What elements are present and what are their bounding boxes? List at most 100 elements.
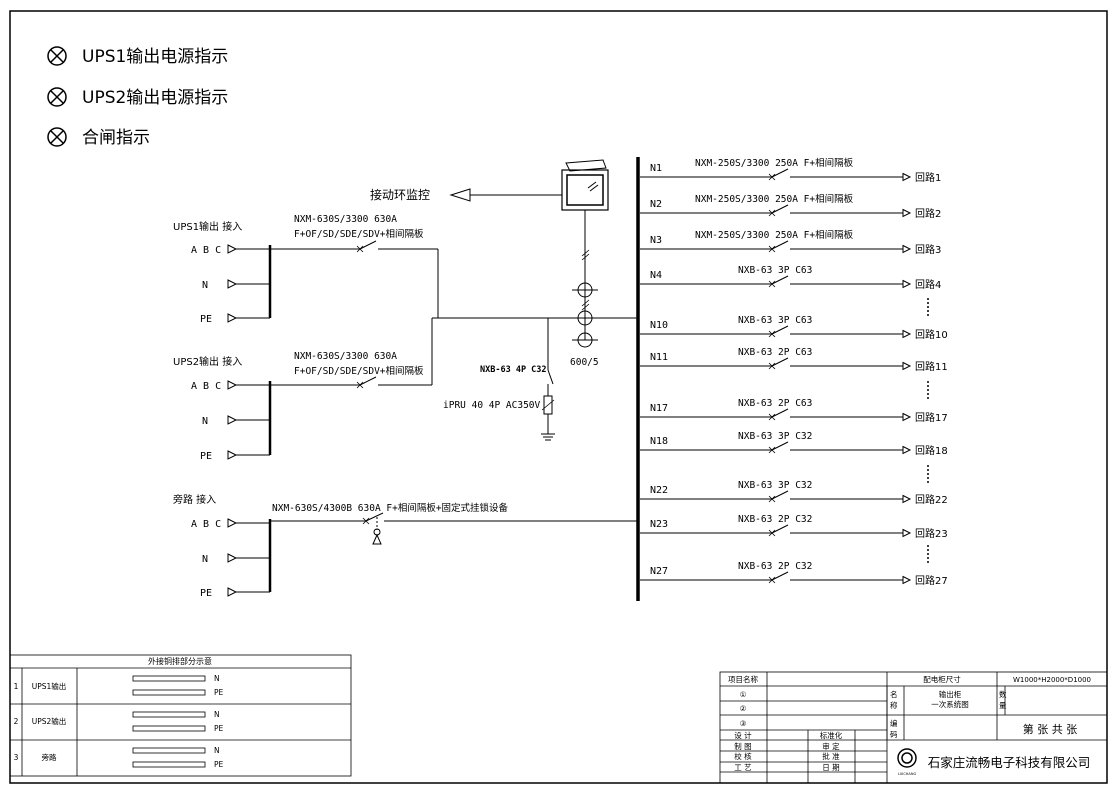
breaker-label: NXB-63 3P C63 bbox=[738, 315, 812, 326]
breaker-label: NXM-250S/3300 250A F+相间隔板 bbox=[695, 193, 854, 205]
arrow-right-icon bbox=[902, 528, 912, 538]
phase-label: A B C bbox=[191, 245, 221, 256]
feeder-id: N3 bbox=[650, 235, 662, 246]
code-label-1: 编 bbox=[890, 718, 898, 728]
legend-item-close: 合闸指示 bbox=[82, 128, 150, 148]
row-name: UPS1输出 bbox=[32, 681, 67, 691]
current-transformer-icon bbox=[572, 232, 598, 348]
bar-label: PE bbox=[214, 760, 224, 769]
row-name: UPS2输出 bbox=[32, 716, 67, 726]
circuit-label: 回路17 bbox=[915, 411, 948, 424]
spd-arrester-label: iPRU 40 4P AC350V bbox=[443, 400, 541, 411]
breaker-label: NXM-630S/3300 630A bbox=[294, 351, 397, 362]
breaker-label: NXB-63 2P C63 bbox=[738, 398, 812, 409]
breaker-blade bbox=[771, 408, 789, 418]
indicator-lamp-icon bbox=[47, 127, 67, 147]
breaker-blade bbox=[771, 204, 789, 214]
circled-item: ② bbox=[740, 704, 747, 713]
arrow-right-icon bbox=[902, 244, 912, 254]
breaker-blade bbox=[771, 168, 789, 178]
breaker-label: NXB-63 2P C32 bbox=[738, 561, 812, 572]
input-title: 旁路 接入 bbox=[173, 493, 216, 506]
padlock-icon bbox=[372, 517, 382, 545]
circled-item: ① bbox=[740, 690, 747, 699]
arrow-right-icon bbox=[902, 208, 912, 218]
circuit-label: 回路3 bbox=[915, 243, 941, 256]
circuit-label: 回路11 bbox=[915, 360, 948, 373]
breaker-label: F+OF/SD/SDE/SDV+相间隔板 bbox=[294, 228, 424, 240]
breaker-blade bbox=[771, 240, 789, 250]
breaker-label: NXM-250S/3300 250A F+相间隔板 bbox=[695, 157, 854, 169]
ct-ratio: 600/5 bbox=[570, 357, 599, 368]
row-number: 1 bbox=[14, 682, 19, 691]
breaker-label: NXM-630S/4300B 630A F+相间隔板+固定式挂锁设备 bbox=[272, 502, 509, 514]
name-label-2: 称 bbox=[890, 700, 898, 710]
breaker-label: NXB-63 3P C32 bbox=[738, 431, 812, 442]
input-bypass: 旁路 接入 A B C N PE NXM-630S/4300B 630A F+相… bbox=[173, 493, 638, 599]
feeder-id: N1 bbox=[650, 163, 662, 174]
feeder-id: N10 bbox=[650, 320, 668, 331]
breaker-label: F+OF/SD/SDE/SDV+相间隔板 bbox=[294, 365, 424, 377]
role-label: 标准化 bbox=[820, 730, 843, 740]
arrow-right-icon bbox=[902, 361, 912, 371]
circuit-label: 回路4 bbox=[915, 278, 941, 291]
company-logo-icon: LIUCHANG bbox=[897, 748, 917, 776]
bar-label: N bbox=[214, 710, 220, 719]
feeder-id: N22 bbox=[650, 485, 668, 496]
breaker-label: NXB-63 3P C63 bbox=[738, 265, 812, 276]
breaker-blade bbox=[771, 524, 789, 534]
input-title: UPS1输出 接入 bbox=[173, 220, 242, 233]
phase-label: A B C bbox=[191, 519, 221, 530]
phase-label: A B C bbox=[191, 381, 221, 392]
feeder-id: N27 bbox=[650, 566, 668, 577]
neutral-label: N bbox=[202, 554, 208, 565]
input-title: UPS2输出 接入 bbox=[173, 355, 242, 368]
busbar-table-title: 外接铜排部分示意 bbox=[148, 656, 212, 666]
feeder-id: N18 bbox=[650, 436, 668, 447]
arrow-left-icon bbox=[449, 188, 471, 202]
bar-label: PE bbox=[214, 688, 224, 697]
breaker-label: NXB-63 3P C32 bbox=[738, 480, 812, 491]
bar-label: PE bbox=[214, 724, 224, 733]
sheet-number: 第 张 共 张 bbox=[1023, 722, 1078, 736]
breaker-blade bbox=[771, 441, 789, 451]
circled-item: ③ bbox=[740, 719, 747, 728]
breaker-blade bbox=[771, 490, 789, 500]
name-value: 一次系统图 bbox=[931, 699, 969, 709]
role-label: 审 定 bbox=[822, 741, 840, 751]
sheet-border bbox=[9, 10, 1108, 784]
spd-breaker-label: NXB-63 4P C32 bbox=[480, 365, 547, 375]
row-number: 2 bbox=[14, 717, 19, 726]
indicator-lamp-icon bbox=[47, 46, 67, 66]
neutral-label: N bbox=[202, 416, 208, 427]
circuit-label: 回路23 bbox=[915, 527, 948, 540]
qty-label-1: 数 bbox=[999, 689, 1007, 699]
arrow-right-icon bbox=[902, 412, 912, 422]
project-label: 项目名称 bbox=[728, 674, 758, 684]
breaker-label: NXM-250S/3300 250A F+相间隔板 bbox=[695, 229, 854, 241]
name-label-1: 名 bbox=[890, 689, 898, 699]
cabinet-size-label: 配电柜尺寸 bbox=[923, 674, 961, 684]
feeder-id: N2 bbox=[650, 199, 662, 210]
indicator-lamp-icon bbox=[47, 87, 67, 107]
code-label-2: 码 bbox=[890, 730, 898, 739]
name-value: 输出柜 bbox=[939, 689, 962, 699]
bar-label: N bbox=[214, 746, 220, 755]
surge-protector-branch bbox=[541, 318, 555, 441]
arrow-right-icon bbox=[902, 329, 912, 339]
role-label: 批 准 bbox=[822, 751, 840, 761]
input-ups2: UPS2输出 接入 A B C N PE NXM-630S/3300 630A … bbox=[173, 318, 433, 462]
circuit-label: 回路1 bbox=[915, 171, 941, 184]
neutral-label: N bbox=[202, 280, 208, 291]
role-label: 工 艺 bbox=[734, 763, 751, 772]
